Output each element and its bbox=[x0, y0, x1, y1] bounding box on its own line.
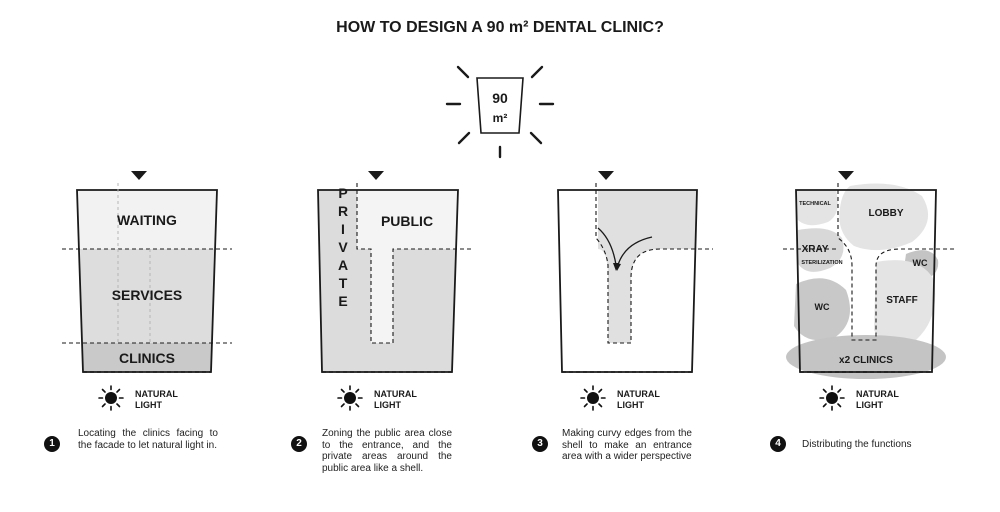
panel-4: TECHNICAL LOBBY XRAY STERILIZATION WC WC… bbox=[783, 171, 955, 379]
natural-light-label: NATURAL bbox=[135, 389, 178, 399]
zone-curved-public bbox=[598, 190, 697, 343]
natural-light-label: NATURAL bbox=[856, 389, 899, 399]
zone-waiting bbox=[77, 190, 217, 249]
step-number-1: 1 bbox=[44, 436, 60, 452]
natural-light-2: NATURAL LIGHT bbox=[337, 385, 417, 411]
natural-light-label: LIGHT bbox=[617, 400, 644, 410]
zone-wc-left bbox=[794, 278, 850, 341]
step-caption-1: Locating the clinics facing to the facad… bbox=[78, 428, 218, 451]
zone-public bbox=[357, 190, 458, 343]
zone-services bbox=[80, 249, 214, 343]
zone-x2-clinics bbox=[786, 335, 946, 379]
area-value: 90 bbox=[492, 90, 508, 106]
entrance-marker-1 bbox=[131, 171, 147, 180]
panel-1: WAITING SERVICES CLINICS bbox=[62, 171, 232, 373]
sun-icon bbox=[819, 385, 845, 411]
natural-light-1: NATURAL LIGHT bbox=[98, 385, 178, 411]
natural-light-label: LIGHT bbox=[856, 400, 883, 410]
label-wc-right: WC bbox=[913, 258, 928, 268]
zone-technical bbox=[796, 190, 838, 226]
natural-light-label: NATURAL bbox=[374, 389, 417, 399]
label-lobby: LOBBY bbox=[869, 208, 904, 219]
sun-icon bbox=[337, 385, 363, 411]
zone-staff bbox=[874, 260, 936, 344]
label-x2-clinics: x2 CLINICS bbox=[839, 355, 893, 366]
zone-lobby bbox=[839, 183, 929, 251]
step-caption-4: Distributing the functions bbox=[802, 439, 912, 450]
zone-clinics bbox=[82, 343, 212, 372]
step-caption-3: Making curvy edges from the shell to mak… bbox=[562, 428, 692, 462]
natural-light-4: NATURAL LIGHT bbox=[819, 385, 899, 411]
label-services: SERVICES bbox=[112, 287, 183, 303]
label-wc-left: WC bbox=[815, 302, 830, 312]
step-number-2: 2 bbox=[291, 436, 307, 452]
label-sterilization: STERILIZATION bbox=[801, 260, 842, 266]
label-public: PUBLIC bbox=[381, 213, 433, 229]
natural-light-label: LIGHT bbox=[374, 400, 401, 410]
label-technical: TECHNICAL bbox=[799, 201, 831, 207]
sun-icon bbox=[580, 385, 606, 411]
panel-3 bbox=[557, 171, 713, 373]
step-number-3: 3 bbox=[532, 436, 548, 452]
label-private: PRIVATE bbox=[335, 185, 351, 311]
area-icon: 90 m² bbox=[445, 65, 555, 159]
sun-icon bbox=[98, 385, 124, 411]
entrance-marker-3 bbox=[598, 171, 614, 180]
step-number-4: 4 bbox=[770, 436, 786, 452]
step-caption-2: Zoning the public area close to the entr… bbox=[322, 428, 452, 474]
diagram-title: HOW TO DESIGN A 90 m² DENTAL CLINIC? bbox=[336, 19, 664, 36]
natural-light-label: NATURAL bbox=[617, 389, 660, 399]
label-clinics: CLINICS bbox=[119, 350, 175, 366]
entrance-marker-2 bbox=[368, 171, 384, 180]
label-waiting: WAITING bbox=[117, 212, 177, 228]
zone-xray bbox=[797, 228, 844, 272]
natural-light-label: LIGHT bbox=[135, 400, 162, 410]
entrance-marker-4 bbox=[838, 171, 854, 180]
label-xray: XRAY bbox=[802, 244, 829, 255]
panel-2: PUBLIC PRIVATE bbox=[317, 171, 473, 373]
label-staff: STAFF bbox=[886, 295, 917, 306]
natural-light-3: NATURAL LIGHT bbox=[580, 385, 660, 411]
area-unit: m² bbox=[493, 111, 508, 125]
